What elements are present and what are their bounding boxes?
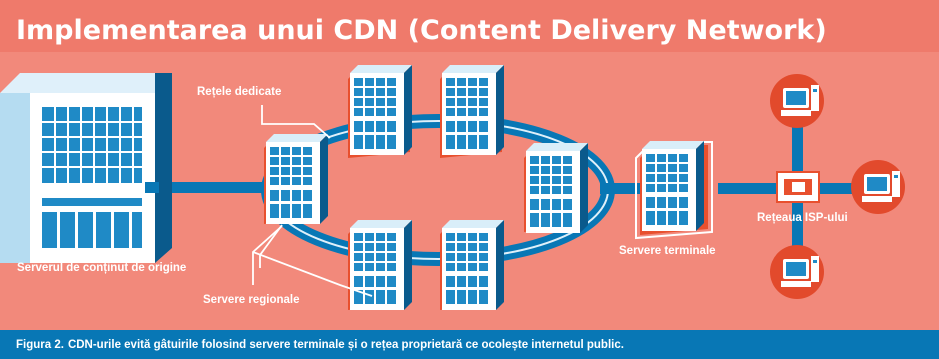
dedicated-networks-callout: [261, 105, 331, 139]
edge-server: [635, 141, 713, 240]
regional-callout-2: [252, 251, 373, 297]
dedicated-networks-label: Rețele dedicate: [197, 86, 281, 98]
edge-servers-label: Servere terminale: [619, 245, 716, 257]
cdn-diagram: Implementarea unui CDN (Content Delivery…: [0, 0, 939, 330]
regional-server-bottom-2: [440, 220, 504, 310]
dedicated-server-top-1: [348, 65, 412, 158]
edge-link: [600, 183, 640, 194]
origin-server: [0, 73, 172, 263]
diagram-title: Implementarea unui CDN (Content Delivery…: [16, 15, 827, 46]
figure-label: Figura 2.: [16, 338, 64, 351]
isp-network-label: Rețeaua ISP-ului: [757, 212, 848, 224]
title-band: [0, 0, 939, 52]
caption-bar: Figura 2.CDN-urile evită gâtuirile folos…: [0, 330, 939, 359]
origin-server-label: Serverul de conținut de origine: [17, 262, 186, 274]
client-computer-right: [851, 160, 905, 214]
figure-caption: Figura 2.CDN-urile evită gâtuirile folos…: [0, 339, 624, 351]
caption-body: CDN-urile evită gâtuirile folosind serve…: [67, 338, 624, 351]
regional-server-bottom-1: [348, 220, 412, 310]
dedicated-server-right: [524, 143, 588, 233]
callout-lines: [252, 105, 373, 297]
regional-servers-label: Servere regionale: [203, 294, 300, 306]
regional-server-left: [264, 134, 328, 224]
isp-router: [776, 171, 820, 203]
dedicated-server-top-2: [440, 65, 504, 158]
client-computer-top: [770, 74, 824, 128]
client-computer-bottom: [770, 245, 824, 299]
origin-link: [150, 182, 270, 193]
